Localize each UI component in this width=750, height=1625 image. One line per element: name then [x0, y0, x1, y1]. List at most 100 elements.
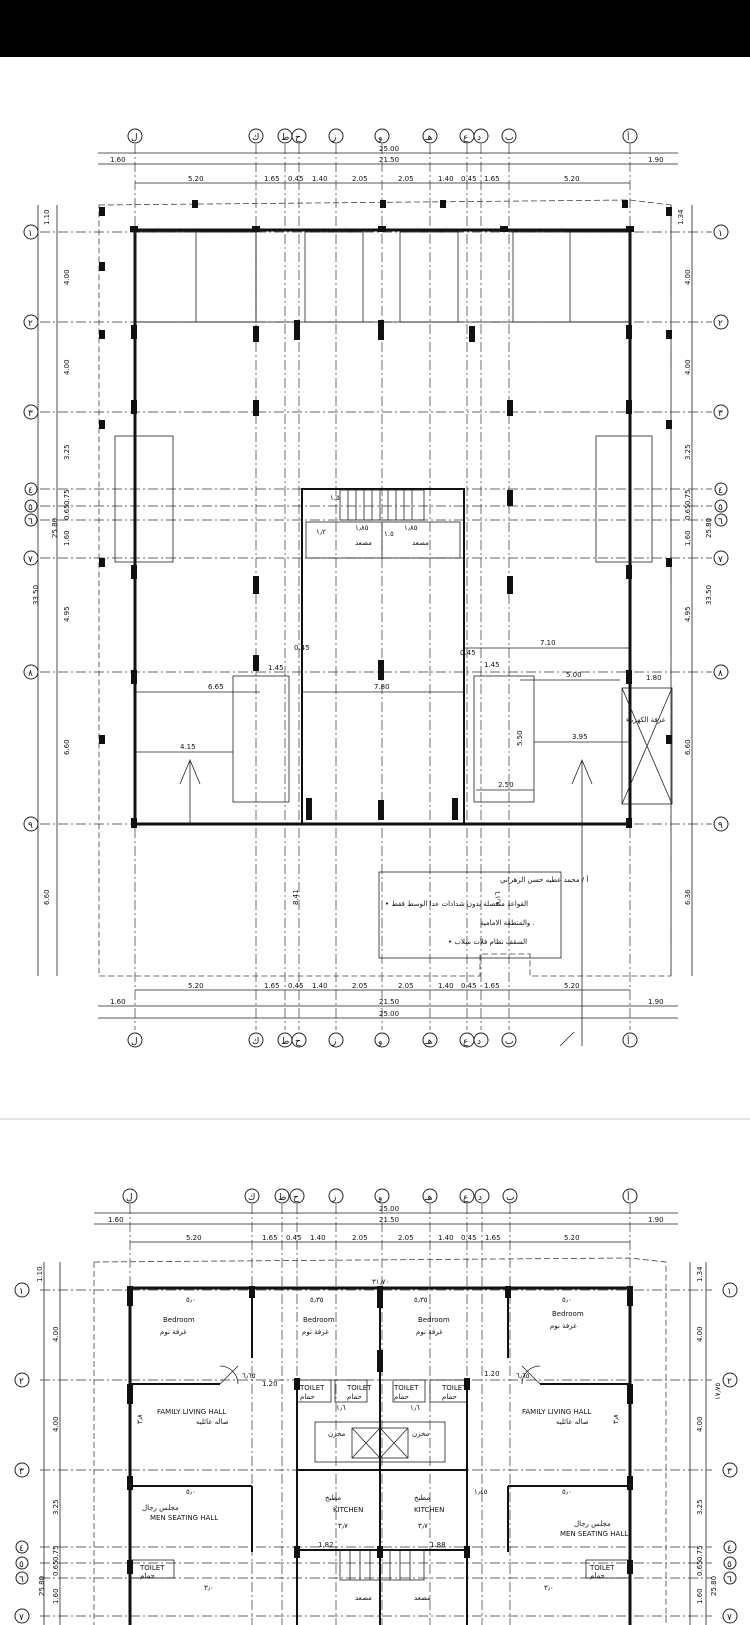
- axis-label: ك: [252, 1037, 259, 1047]
- dim-side: 6.36: [684, 889, 692, 905]
- room-label-ar: مخزن: [412, 1430, 430, 1438]
- right-axis-bubbles: ١ ٢ ٣ ٤ ٥ ٦ ٧ ٨ ٩: [713, 224, 729, 832]
- notes-line-2: والمنطقة الامامية .: [480, 919, 535, 927]
- axis-label: ع: [463, 133, 469, 143]
- toilet: [296, 1379, 332, 1403]
- stair: [339, 489, 425, 521]
- dim-side: 1.34: [677, 209, 685, 225]
- axis-label: ٧: [19, 1613, 24, 1623]
- room-label-ar: مجلس رجال: [574, 1520, 611, 1528]
- axis-label: ز: [331, 133, 336, 143]
- dim-label: 6.65: [208, 683, 224, 691]
- dim-side: 4.00: [696, 1416, 704, 1432]
- bottom-axis-bubbles: ل ك ط ح ز و هـ ع د ب أ: [127, 1032, 638, 1048]
- dim-side: 3.25: [63, 444, 71, 460]
- axis-label: ب: [505, 133, 513, 143]
- dim-inner: 21.50: [379, 998, 399, 1006]
- room-label-en: MEN SEATING HALL: [150, 1514, 218, 1522]
- central-core: [301, 488, 465, 825]
- axis-label: ٢: [19, 1377, 24, 1387]
- stair-core: [314, 1421, 446, 1463]
- dim-bay: 2.05: [352, 1234, 368, 1242]
- dim-label: ٣١٫٧٠: [372, 1278, 389, 1286]
- dim-label: ٣٫٧: [338, 1522, 348, 1530]
- axis-label: ٩: [718, 821, 723, 831]
- dim-label: 5.50: [516, 730, 524, 746]
- dim-label: 7.80: [374, 683, 390, 691]
- room-label-ar: صاله عائليه: [556, 1418, 589, 1426]
- dim-label: ٥٫٠: [562, 1488, 572, 1496]
- dim-label: ٣٫٨: [136, 1414, 144, 1424]
- room-label-ar: غرفة نوم: [416, 1328, 443, 1336]
- axis-label: ٤: [19, 1544, 24, 1554]
- dim-bay: 5.20: [564, 175, 580, 183]
- room-label-ar: حمام: [590, 1572, 605, 1580]
- dim-side: 4.00: [684, 269, 692, 285]
- dim-side: 1.10: [43, 209, 51, 225]
- dim-bay: 1.65: [262, 1234, 278, 1242]
- dim-mid-left: 25.80: [38, 1576, 46, 1596]
- axis-label: ل: [126, 1193, 133, 1203]
- image-separator: [0, 1118, 750, 1120]
- dim-bay: 5.20: [564, 982, 580, 990]
- room-label-en: FAMILY LIVING HALL: [157, 1408, 226, 1416]
- axis-label: ٨: [28, 669, 33, 679]
- core-label: مصعد: [412, 539, 429, 547]
- building-outline: [133, 228, 632, 826]
- dim-label: 2.50: [498, 781, 514, 789]
- dim-label: ١٫٦: [336, 1404, 346, 1412]
- axis-label: و: [377, 133, 382, 143]
- dim-bay: 1.65: [484, 175, 500, 183]
- axis-label: ح: [293, 1193, 299, 1203]
- axis-label: هـ: [424, 1193, 433, 1203]
- room-label-ar: حمام: [394, 1393, 409, 1401]
- notes-line-1: • القواعد منفصلة بدون شدادات عدا الوسط ف…: [385, 900, 528, 908]
- room-label-ar: مجلس رجال: [142, 1504, 179, 1512]
- right-axis-bubbles-2: ١ ٢ ٣ ٤ ٥ ٦ ٧: [722, 1282, 738, 1624]
- dim-side: 4.00: [63, 359, 71, 375]
- axis-label: ١: [19, 1287, 24, 1297]
- axis-label: ح: [295, 133, 301, 143]
- dim-side: 0.75: [63, 489, 71, 505]
- notes-author: أ / محمد عطيه حسن الزهراني: [500, 875, 588, 884]
- dim-mid-right: 25.80: [705, 518, 713, 538]
- room-label-en: TOILET: [589, 1564, 615, 1572]
- core-label: ١٫٢: [316, 528, 326, 536]
- dim-label: ٣٫٠: [204, 1584, 214, 1592]
- room-label-ar: مخزن: [328, 1430, 346, 1438]
- axis-label: ٥: [718, 503, 723, 513]
- dim-label: ٣٫٨: [612, 1414, 620, 1424]
- axis-label: ٩: [28, 821, 33, 831]
- dim-bay: 1.40: [438, 175, 454, 183]
- axis-label: ١: [718, 229, 723, 239]
- axis-label: ٦: [28, 517, 33, 527]
- dim-side: 3.25: [684, 444, 692, 460]
- axis-label: ط: [278, 1193, 286, 1203]
- ramp-left: [114, 435, 174, 563]
- room-label-ar: مطبخ: [414, 1494, 430, 1502]
- axis-label: ٢: [718, 319, 723, 329]
- axis-label: ب: [505, 1037, 513, 1047]
- dim-overall-left: 33.50: [32, 585, 40, 605]
- dim-label: ٣٫٧: [418, 1522, 428, 1530]
- axis-label: ٥: [19, 1560, 24, 1570]
- dim-bay: 5.20: [186, 1234, 202, 1242]
- dim-side: 6.60: [684, 739, 692, 755]
- dim-mid-right: 25.80: [710, 1576, 718, 1596]
- room-label-ar: مصعد: [414, 1594, 431, 1602]
- top-axis-bubbles-2: ل ك ط ح ز و هـ ع د ب أ: [122, 1188, 638, 1204]
- room-label-en: MEN SEATING HALL: [560, 1530, 628, 1538]
- room-label-ar: حمام: [442, 1393, 457, 1401]
- axis-label: ٨: [718, 669, 723, 679]
- room-label-en: Bedroom: [418, 1316, 450, 1324]
- axis-label: و: [377, 1193, 382, 1203]
- dim-side: 4.00: [63, 269, 71, 285]
- dim-bay: 2.05: [398, 982, 414, 990]
- dim-inner: 21.50: [379, 1216, 399, 1224]
- axis-label: ع: [463, 1193, 469, 1203]
- axis-label: أ: [627, 1191, 630, 1203]
- axis-label: ز: [331, 1193, 336, 1203]
- room-label-en: Bedroom: [303, 1316, 335, 1324]
- dim-side: 1.10: [36, 1266, 44, 1282]
- dim-label: 7.10: [540, 639, 556, 647]
